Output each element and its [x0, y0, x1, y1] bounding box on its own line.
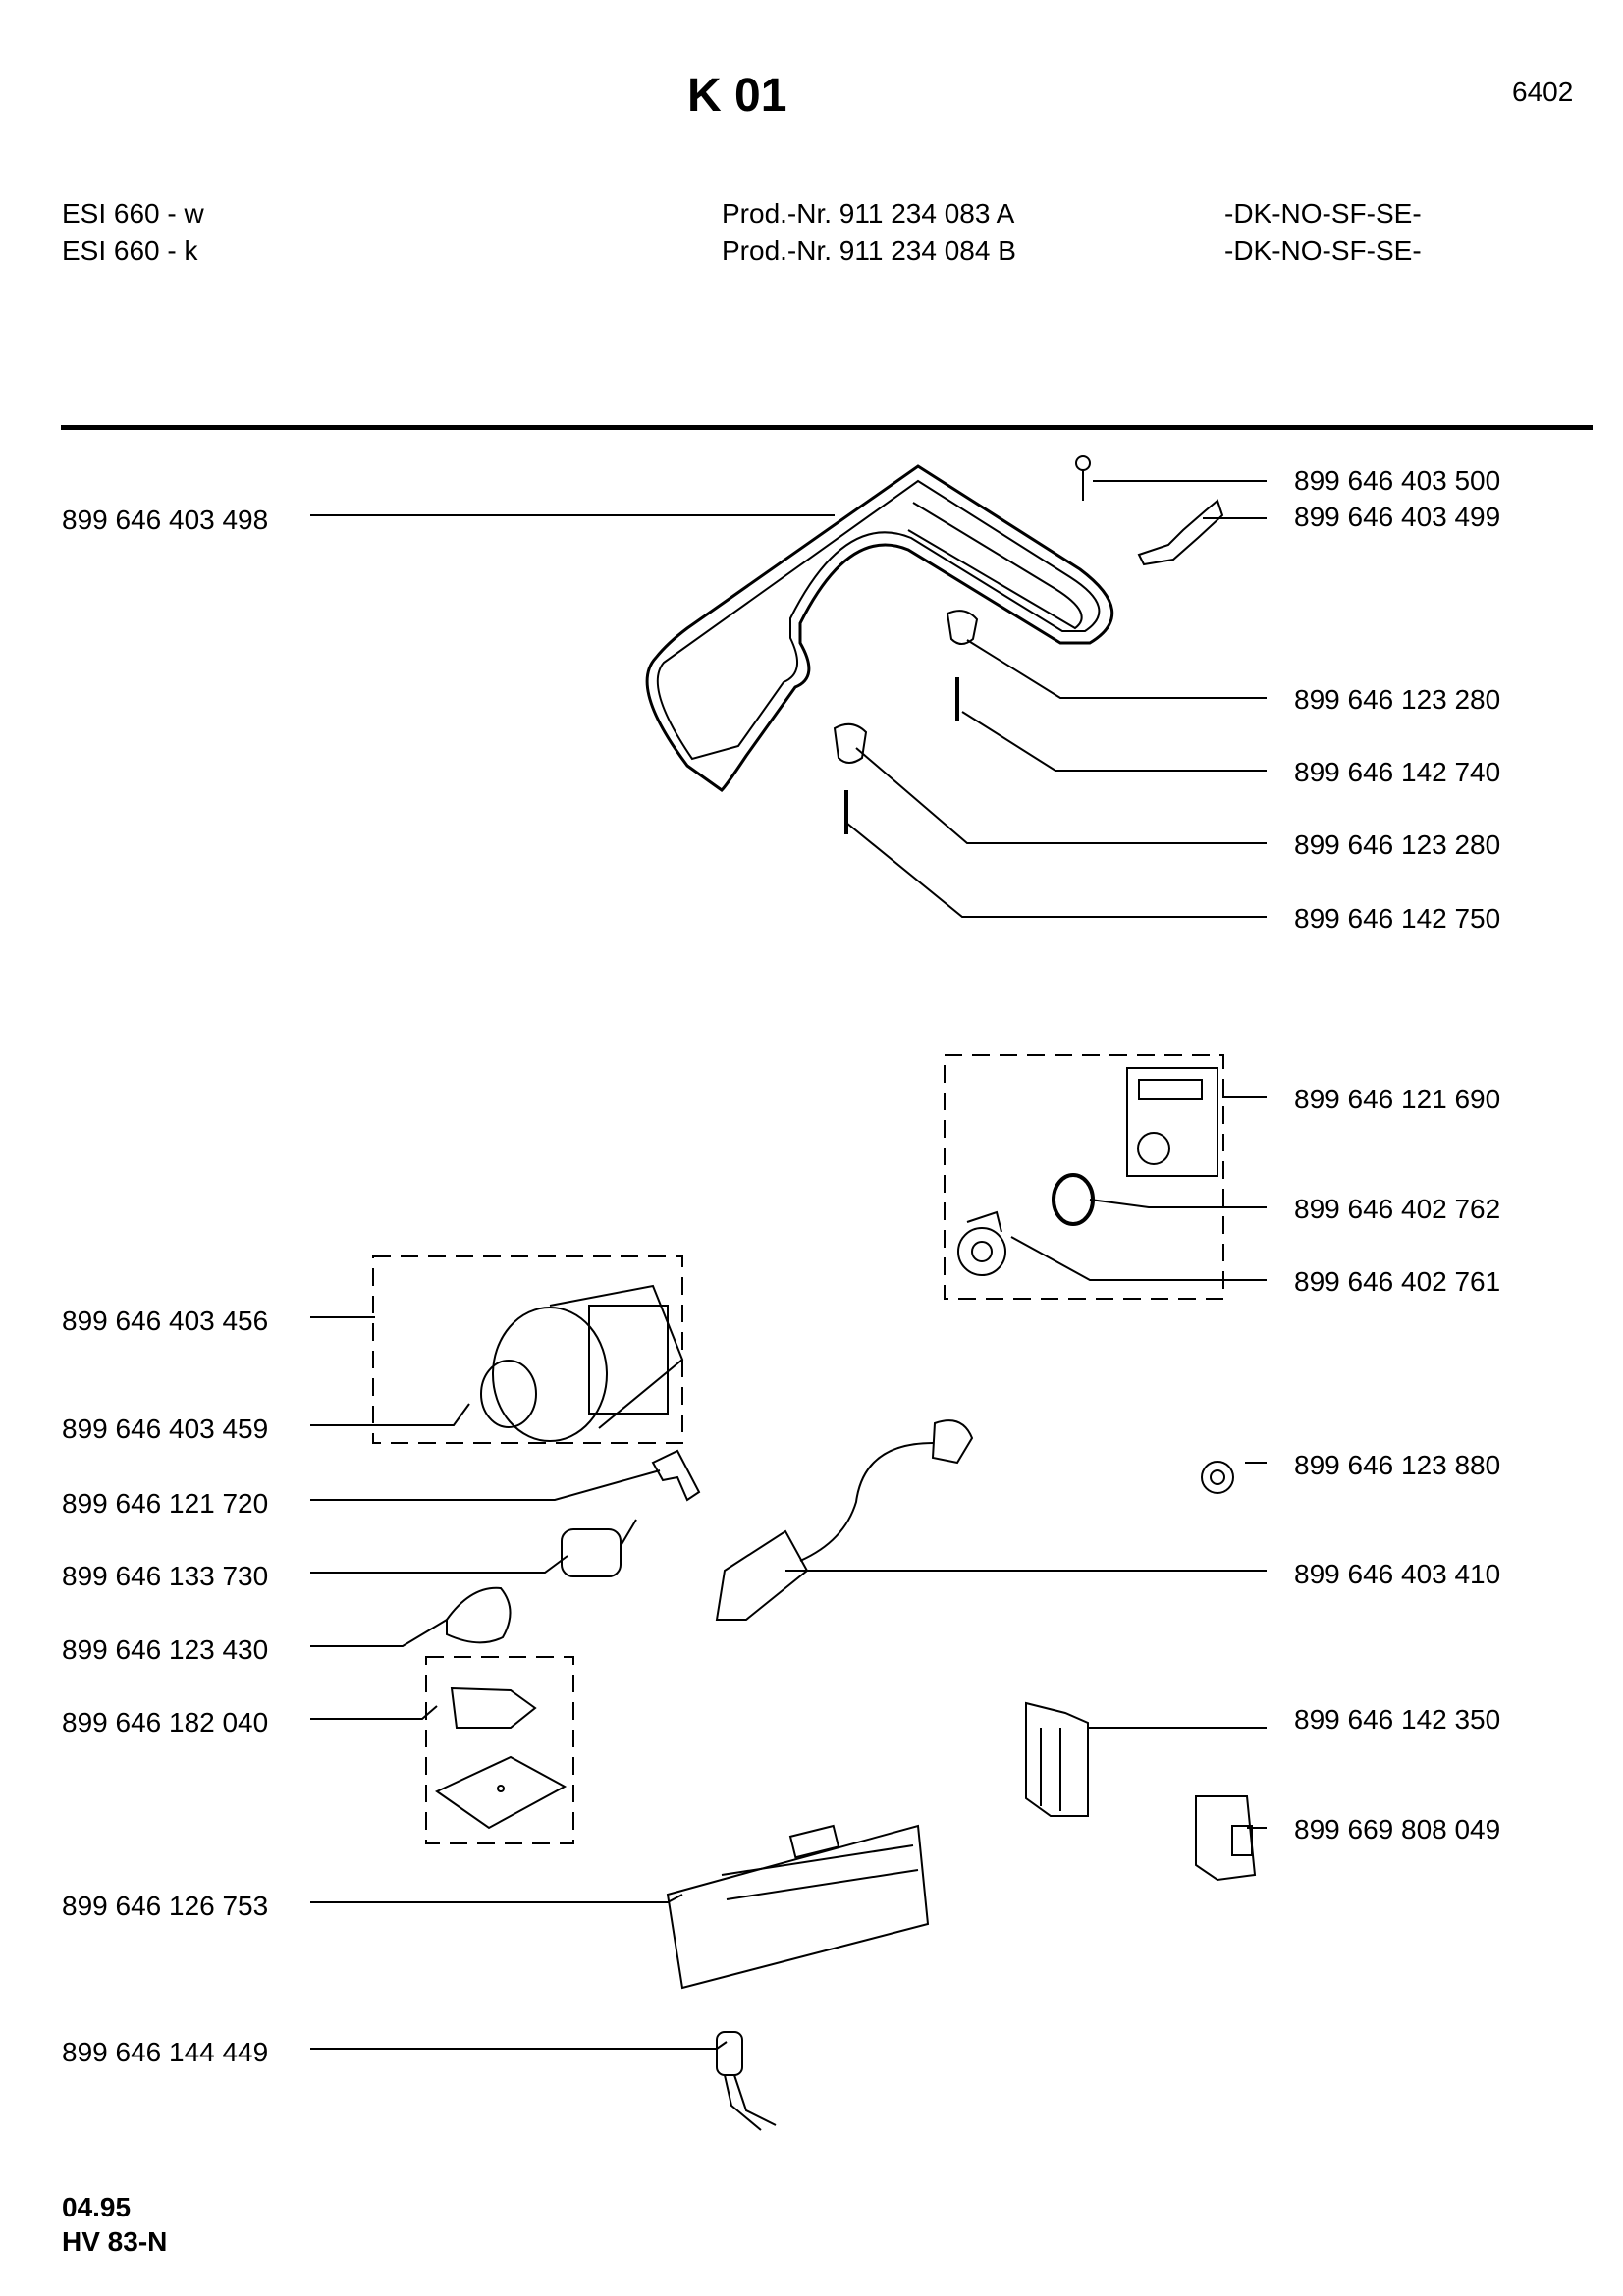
assembly-group-box	[373, 1256, 682, 1443]
clip-part	[653, 1451, 699, 1500]
model-name-k: ESI 660 - k	[62, 236, 198, 266]
assembly-group-box	[945, 1055, 1223, 1299]
model-prodnr-w: Prod.-Nr. 911 234 083 A	[722, 198, 1015, 229]
leader-line	[967, 640, 1267, 698]
model-name-w: ESI 660 - w	[62, 198, 204, 229]
switch-part	[1127, 1068, 1217, 1176]
leader-line	[962, 712, 1267, 771]
capacitor-part	[562, 1529, 621, 1576]
seal-ring-part	[1054, 1175, 1093, 1224]
valve-part	[958, 1228, 1005, 1275]
part-label-left: 899 646 126 753	[62, 1891, 269, 1921]
leader-line	[310, 1895, 682, 1902]
leader-line	[1011, 1237, 1267, 1280]
heating-element-inner	[658, 481, 1100, 759]
part-label-left: 899 646 121 720	[62, 1488, 269, 1519]
bushing-part	[835, 724, 866, 763]
float-switch-part	[452, 1688, 535, 1728]
connector-box-part	[717, 1531, 807, 1620]
part-label-right: 899 646 403 499	[1294, 502, 1501, 532]
part-label-left: 899 646 403 498	[62, 505, 269, 535]
part-label-left: 899 646 182 040	[62, 1707, 269, 1737]
footer-code: HV 83-N	[62, 2226, 168, 2257]
header-divider	[61, 425, 1593, 430]
heating-element-loop	[908, 503, 1082, 628]
pressure-switch-part	[1202, 1462, 1233, 1493]
part-label-right: 899 646 121 690	[1294, 1084, 1501, 1114]
suppressor-part	[717, 2032, 742, 2075]
assembly-group-box	[426, 1657, 573, 1843]
part-label-right: 899 646 142 350	[1294, 1704, 1501, 1735]
part-label-right: 899 646 142 740	[1294, 757, 1501, 787]
bushing-part	[947, 611, 977, 644]
knob-part	[447, 1588, 511, 1643]
part-label-right: 899 669 808 049	[1294, 1814, 1501, 1844]
heating-element	[647, 466, 1112, 790]
leader-line	[310, 2042, 727, 2049]
model-prodnr-k: Prod.-Nr. 911 234 084 B	[722, 236, 1016, 266]
part-label-left: 899 646 403 456	[62, 1306, 269, 1336]
float-plate-part	[437, 1757, 565, 1828]
page-title: K 01	[687, 70, 787, 122]
part-label-right: 899 646 402 761	[1294, 1266, 1501, 1297]
leader-line	[310, 1706, 437, 1719]
footer-date: 04.95	[62, 2192, 132, 2222]
leader-line	[310, 1620, 447, 1646]
leader-line	[310, 1470, 660, 1500]
model-countries-w: -DK-NO-SF-SE-	[1224, 198, 1422, 229]
part-label-right: 899 646 403 500	[1294, 465, 1501, 496]
part-label-right: 899 646 142 750	[1294, 903, 1501, 934]
part-label-left: 899 646 133 730	[62, 1561, 269, 1591]
mains-cable	[800, 1443, 933, 1561]
part-label-right: 899 646 123 280	[1294, 684, 1501, 715]
part-label-right: 899 646 123 880	[1294, 1450, 1501, 1480]
part-label-right: 899 646 123 280	[1294, 829, 1501, 860]
bracket-part	[1139, 501, 1222, 564]
part-label-right: 899 646 402 762	[1294, 1194, 1501, 1224]
part-label-left: 899 646 144 449	[62, 2037, 269, 2067]
leader-line	[856, 748, 1267, 843]
leader-line	[846, 823, 1267, 917]
page-code: 6402	[1512, 77, 1574, 107]
bracket-part	[1026, 1703, 1088, 1816]
leader-line	[1090, 1200, 1267, 1207]
relay-part	[1196, 1796, 1255, 1880]
part-label-left: 899 646 403 459	[62, 1414, 269, 1444]
screw-part	[1076, 456, 1090, 470]
part-label-right: 899 646 403 410	[1294, 1559, 1501, 1589]
part-label-left: 899 646 123 430	[62, 1634, 269, 1665]
motor-part	[481, 1361, 536, 1427]
plug-part	[933, 1420, 972, 1463]
model-countries-k: -DK-NO-SF-SE-	[1224, 236, 1422, 266]
leader-line	[310, 1404, 469, 1425]
leader-line	[310, 1556, 568, 1573]
